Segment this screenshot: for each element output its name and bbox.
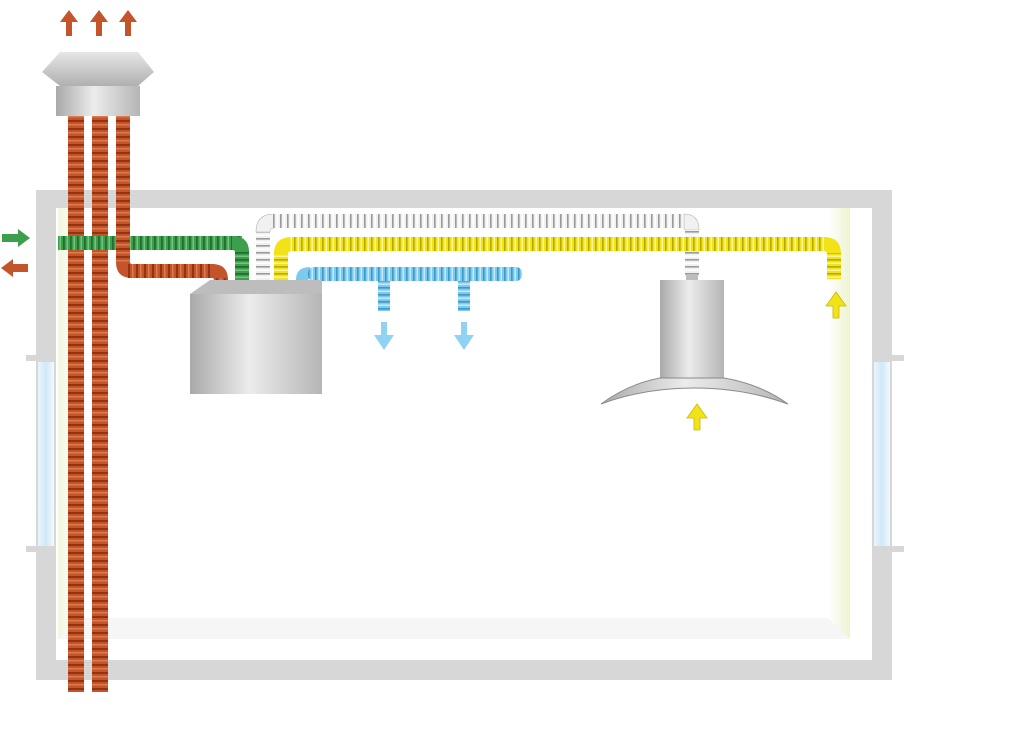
right-window-sill-bottom	[872, 546, 904, 552]
roof-cowl-cap	[42, 52, 154, 86]
exhaust-riser-2	[92, 116, 108, 692]
supply-duct	[296, 267, 522, 311]
arrow-down-icon	[374, 322, 394, 350]
roof-cowl	[42, 52, 154, 116]
exhaust-risers	[68, 116, 108, 692]
exhaust-branch-elbow-2	[212, 264, 228, 280]
exhaust-riser-3	[116, 116, 130, 262]
extract-duct-elbow-left	[274, 237, 292, 254]
cooker-hood-canopy	[600, 377, 789, 405]
room	[26, 190, 904, 680]
arrow-up-icon	[686, 403, 708, 431]
fresh-air-duct-elbow	[232, 236, 249, 252]
arrow-up-icon	[60, 10, 78, 36]
cooker-hood-collar	[686, 274, 698, 280]
exhaust-riser-1	[68, 116, 84, 692]
floor	[58, 618, 850, 639]
arrow-right-icon	[2, 229, 30, 247]
extract-duct-horizontal	[290, 237, 826, 251]
arrow-down-icon	[454, 322, 474, 350]
fresh-air-duct-horizontal	[58, 236, 242, 250]
extract-duct-rise	[274, 252, 288, 286]
arrow-up-icon	[825, 291, 847, 319]
fresh-air-duct-drop	[235, 250, 249, 286]
left-window-sill-bottom	[26, 546, 56, 552]
extract-duct-elbow-right	[824, 237, 841, 254]
cooker-hood-chimney	[660, 280, 724, 380]
hood-duct-drop	[685, 230, 699, 276]
arrow-up-icon	[119, 10, 137, 36]
supply-outlet-2	[458, 281, 470, 311]
ventilation-unit-top	[190, 280, 322, 294]
ventilation-unit-body	[190, 294, 322, 394]
side-arrows	[1, 229, 30, 277]
right-window-sill-top	[872, 355, 904, 361]
supply-duct-horizontal	[308, 267, 522, 281]
ceiling-slab	[36, 190, 892, 208]
extract-duct-drop	[827, 253, 841, 279]
cooker-hood	[600, 274, 789, 405]
fresh-air-duct	[58, 236, 249, 286]
ventilation-unit	[190, 280, 322, 394]
floor-slab	[36, 660, 892, 680]
hood-duct-horizontal	[272, 214, 686, 228]
hood-duct-rise	[256, 230, 270, 286]
roof-cowl-body	[56, 86, 140, 116]
hood-duct	[255, 213, 700, 286]
supply-duct-elbow	[296, 267, 310, 280]
extract-arrows	[686, 291, 847, 431]
kitchen-extract-duct	[274, 237, 841, 286]
arrow-up-icon	[90, 10, 108, 36]
supply-outlet-1	[378, 281, 390, 311]
right-window	[874, 362, 890, 548]
arrow-left-icon	[1, 259, 28, 277]
exhaust-branch-horizontal	[128, 264, 214, 278]
left-window-sill-top	[26, 355, 56, 361]
left-window	[38, 362, 54, 548]
exhaust-arrows	[60, 10, 137, 36]
supply-arrows	[374, 322, 474, 350]
